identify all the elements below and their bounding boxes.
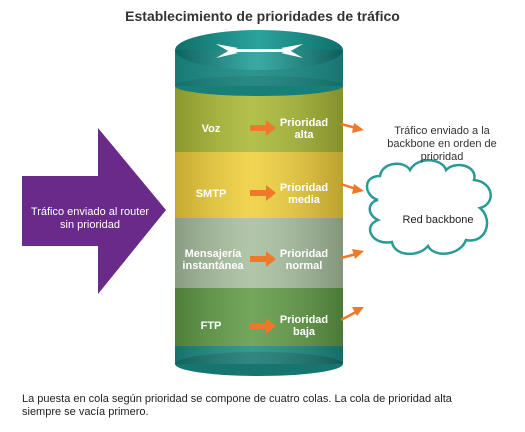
queue-name-voz: Voz (201, 123, 221, 135)
inner-orange-arrows (250, 120, 276, 334)
inbound-traffic-label: Tráfico enviado al router sin prioridad (30, 206, 150, 231)
cylinder-shading (175, 86, 343, 364)
queue-name-ftp: FTP (200, 320, 222, 332)
outbound-traffic-label: Tráfico enviado a la backbone en orden d… (387, 125, 497, 163)
inbound-arrow (22, 128, 166, 294)
priority-label-alta: Prioridad alta (279, 117, 329, 141)
queue-name-mensajeria: Mensajería instantánea (182, 248, 244, 272)
router-arrows-icon (216, 44, 303, 58)
queue-name-smtp: SMTP (195, 188, 227, 200)
outer-orange-arrows (340, 122, 364, 322)
priority-label-normal: Prioridad normal (279, 248, 329, 272)
backbone-label: Red backbone (402, 214, 474, 226)
diagram-caption: La puesta en cola según prioridad se com… (22, 393, 452, 418)
diagram-title: Establecimiento de prioridades de tráfic… (125, 8, 400, 24)
backbone-cloud (365, 159, 492, 255)
priority-label-baja: Prioridad baja (279, 314, 329, 338)
priority-label-media: Prioridad media (279, 182, 329, 206)
